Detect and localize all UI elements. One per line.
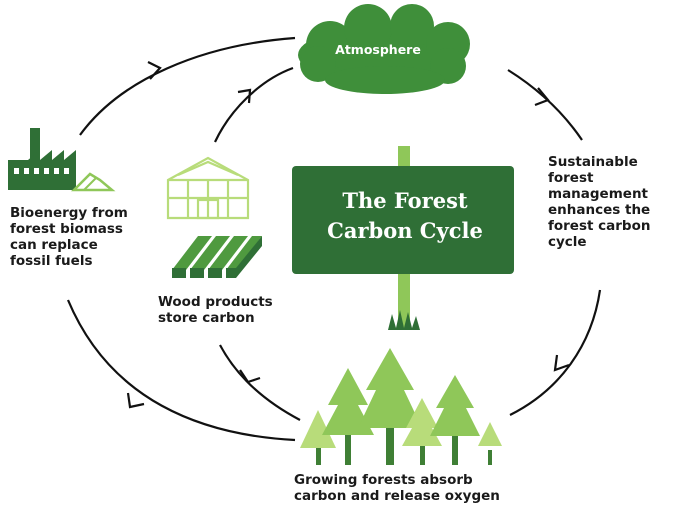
wood-products-label: Wood products store carbon [158,294,273,326]
arrow-forest-to-wood [219,344,301,421]
arrowhead-4 [553,354,570,372]
arrowhead-3 [534,87,550,107]
grass-icon [388,310,420,330]
factory-icon [8,128,116,192]
cycle-arrows [66,36,602,442]
arrow-bioenergy-to-atmosphere [79,36,296,136]
growing-forests-label: Growing forests absorb carbon and releas… [294,472,500,504]
center-title: The Forest Carbon Cycle [327,188,483,243]
greenhouse-icon [166,156,250,220]
sustainable-management-label: Sustainable forest management enhances t… [548,154,651,250]
arrowheads [126,61,570,409]
forest-icon [300,348,502,465]
atmosphere-label: Atmosphere [335,42,421,57]
arrow-wood-to-atmosphere [214,66,294,143]
arrow-forest-to-bioenergy [66,299,296,442]
cloud-icon [298,4,470,94]
arrowhead-6 [126,392,145,409]
arrow-atmosphere-to-management [507,69,583,141]
arrowhead-2 [237,88,252,104]
lumber-icon [172,236,262,278]
signpost-icon [292,146,514,330]
arrowhead-5 [239,369,261,384]
bioenergy-label: Bioenergy from forest biomass can replac… [10,205,128,269]
arrow-management-to-forest [509,289,602,416]
arrowhead-1 [147,61,162,80]
